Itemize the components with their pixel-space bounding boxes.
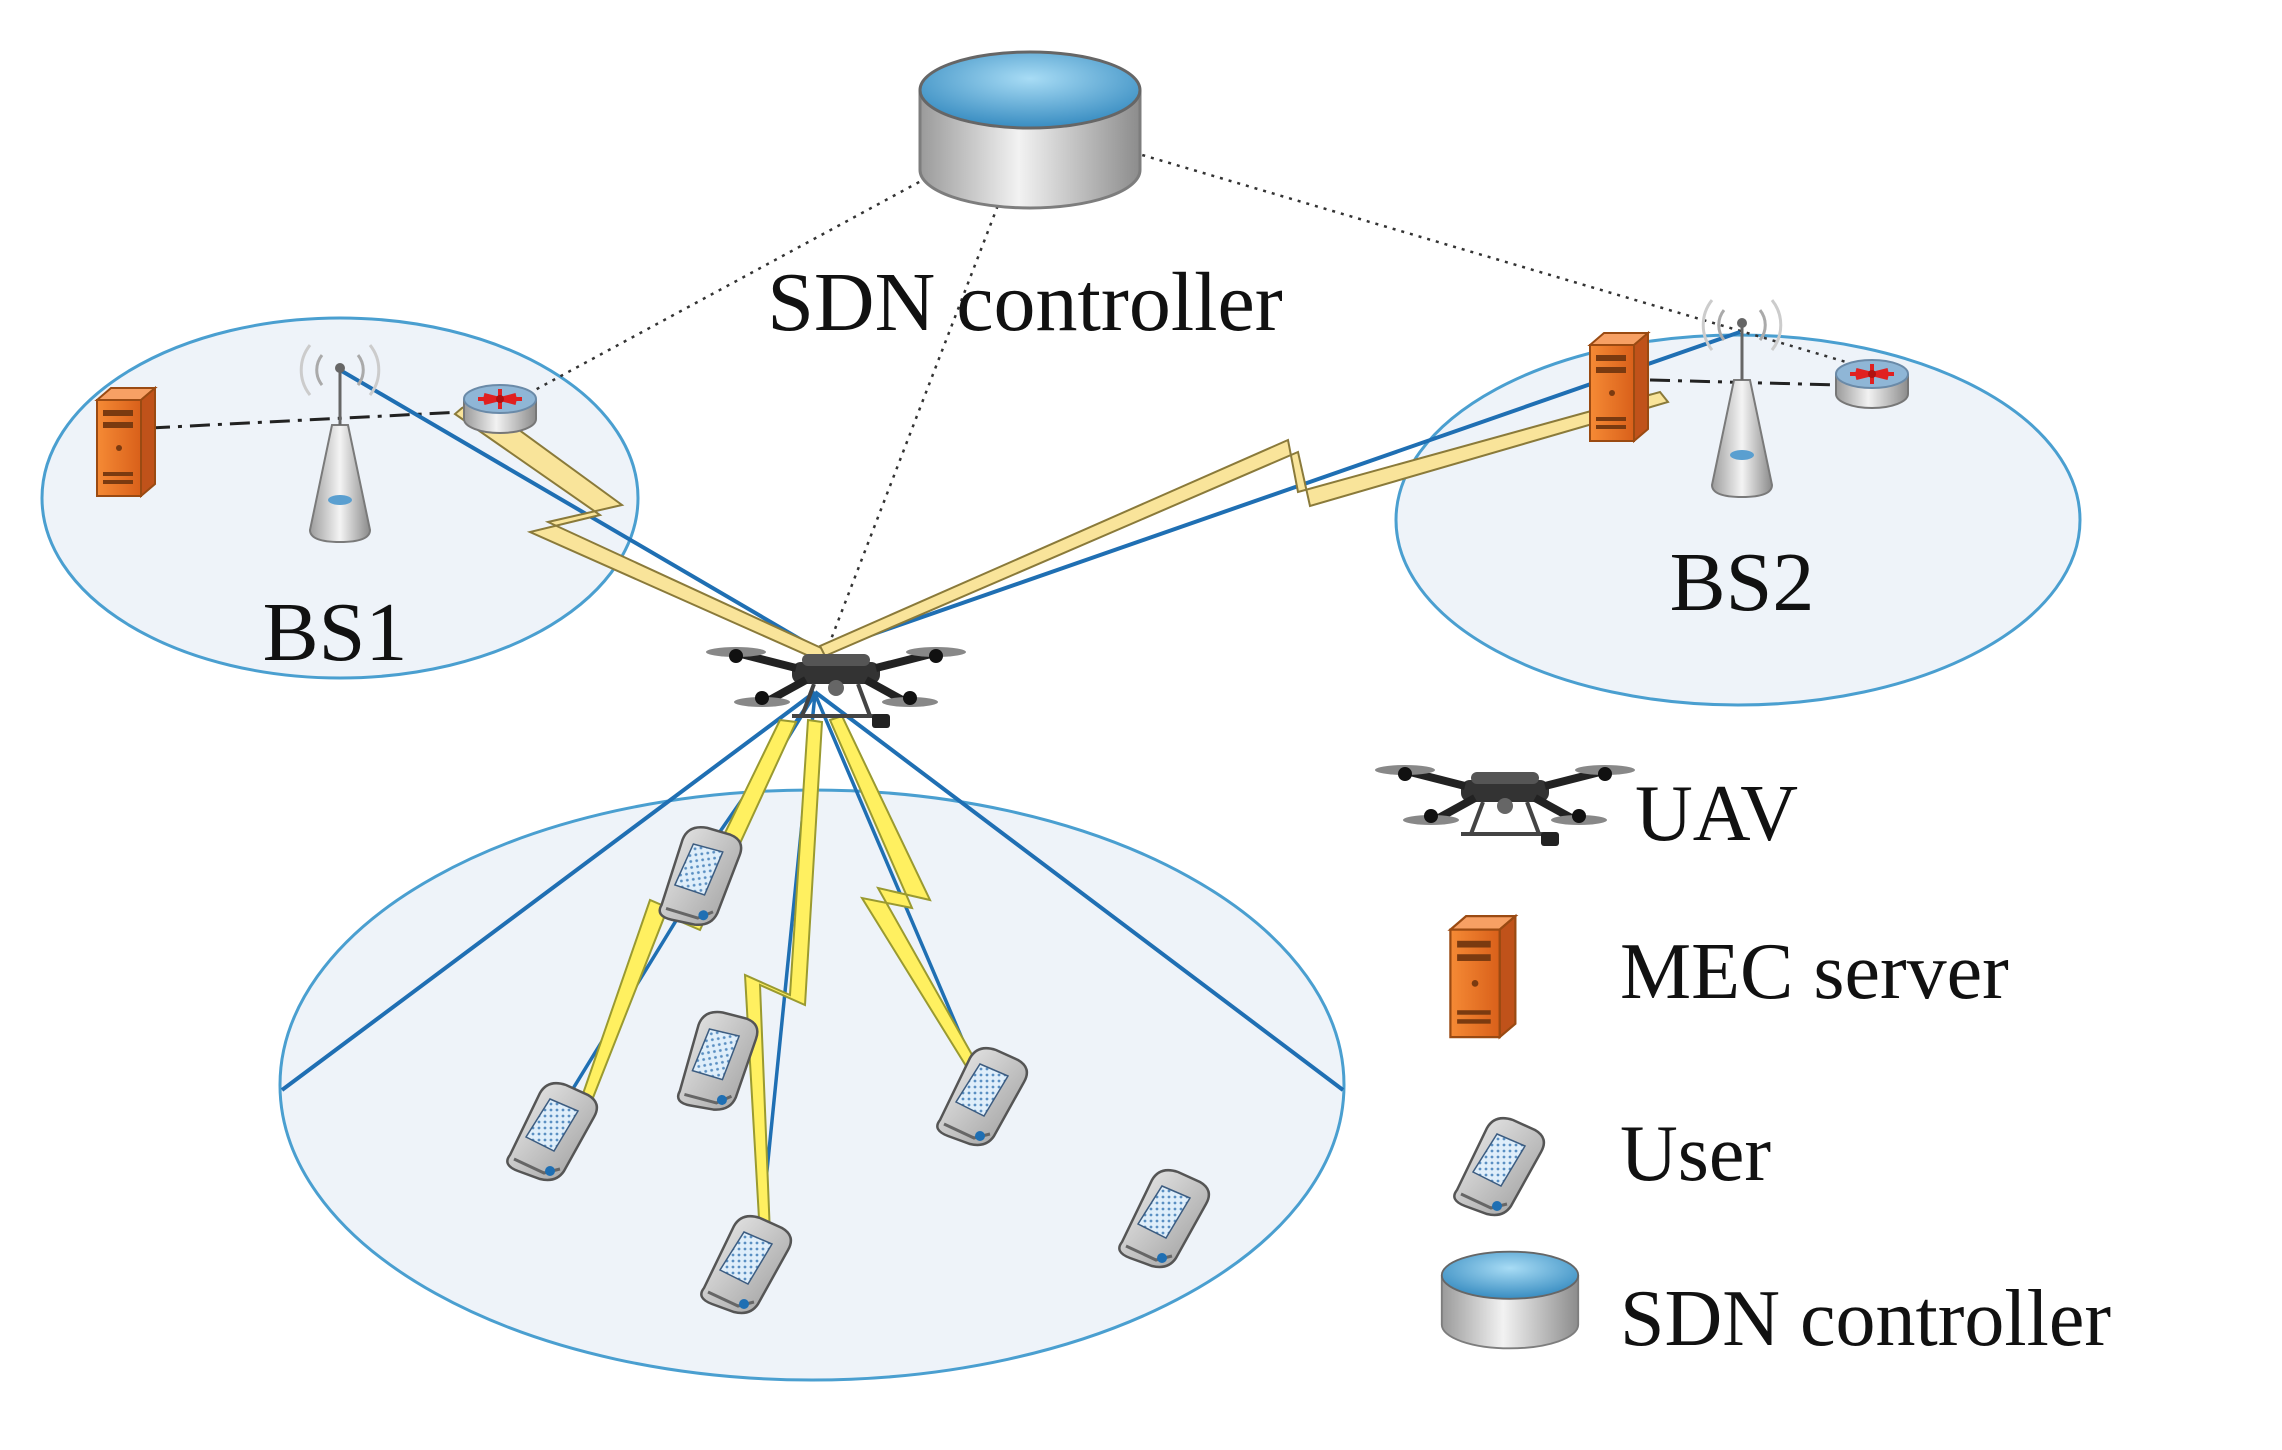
legend-mec-label: MEC server [1620, 928, 2009, 1016]
legend: UAV MEC server User SDN controller [1375, 765, 2111, 1363]
legend-uav-label: UAV [1635, 770, 1798, 858]
control-links [534, 120, 1881, 656]
legend-sdn-label: SDN controller [1620, 1275, 2111, 1363]
bs1-mec-server-icon [96, 387, 156, 497]
bs2-router-icon [1834, 358, 1910, 410]
uav-bs2-link [821, 330, 1741, 654]
uav-cone-right-edge [813, 690, 1345, 1092]
legend-user-label: User [1620, 1110, 1771, 1198]
bs1-backhaul-link [149, 410, 463, 430]
bs2-mec-server-icon [1589, 332, 1649, 442]
sdn-controller-icon [918, 50, 1142, 210]
uav-drone-icon [706, 647, 966, 728]
legend-sdn-controller-icon [1440, 1250, 1580, 1350]
bs1-router-icon [462, 383, 538, 435]
sdn-controller-label: SDN controller [767, 256, 1283, 349]
uav-cone-left-edge [280, 690, 817, 1092]
bs2-label: BS2 [1670, 536, 1815, 629]
legend-mec-server-icon [1449, 915, 1517, 1039]
uav-bs1-link [338, 368, 824, 654]
legend-uav-icon [1375, 765, 1635, 846]
legend-user-icon [1452, 1116, 1546, 1217]
bs1-label: BS1 [263, 586, 408, 679]
